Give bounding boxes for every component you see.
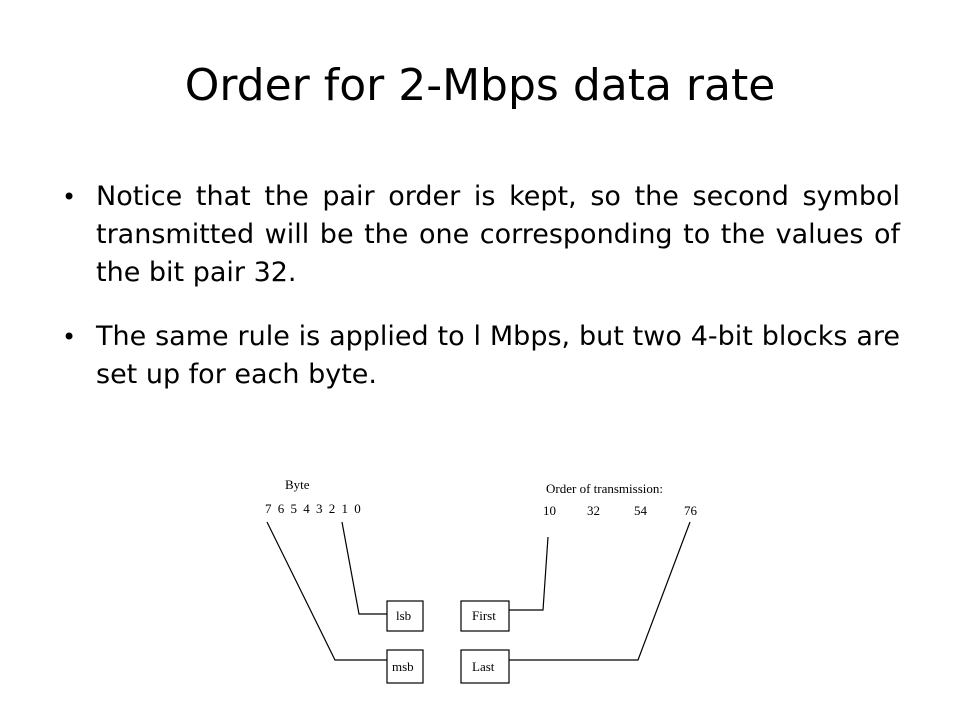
bit-order-svg: Byte 7 6 5 4 3 2 1 0 Order of transmissi…: [265, 477, 698, 684]
connector-first: [509, 536, 549, 611]
order-pair-54: 54: [634, 503, 648, 518]
last-box: [460, 649, 510, 684]
connector-last: [509, 521, 691, 661]
order-pair-10: 10: [543, 503, 556, 518]
bullet-marker: •: [62, 323, 77, 351]
lsb-box: [386, 600, 424, 632]
order-pair-76: 76: [684, 503, 698, 518]
byte-bits: 7 6 5 4 3 2 1 0: [265, 501, 362, 516]
bullet-item: • Notice that the pair order is kept, so…: [60, 178, 900, 292]
bullet-text: Notice that the pair order is kept, so t…: [96, 181, 900, 288]
last-label: Last: [472, 659, 495, 674]
lsb-label: lsb: [396, 608, 411, 623]
first-label: First: [472, 608, 496, 623]
msb-label: msb: [392, 659, 414, 674]
bullet-list: • Notice that the pair order is kept, so…: [60, 178, 900, 420]
bullet-marker: •: [62, 183, 77, 211]
bullet-item: • The same rule is applied to l Mbps, bu…: [60, 318, 900, 394]
msb-box: [386, 649, 424, 684]
first-box: [460, 600, 510, 632]
connector-msb: [266, 521, 387, 661]
byte-label: Byte: [285, 477, 310, 492]
order-label: Order of transmission:: [546, 481, 663, 496]
bit-order-diagram: Byte 7 6 5 4 3 2 1 0 Order of transmissi…: [250, 470, 710, 695]
slide-title: Order for 2-Mbps data rate: [184, 60, 776, 111]
bullet-text: The same rule is applied to l Mbps, but …: [96, 321, 900, 390]
order-pair-32: 32: [587, 503, 600, 518]
connector-lsb: [341, 521, 387, 615]
